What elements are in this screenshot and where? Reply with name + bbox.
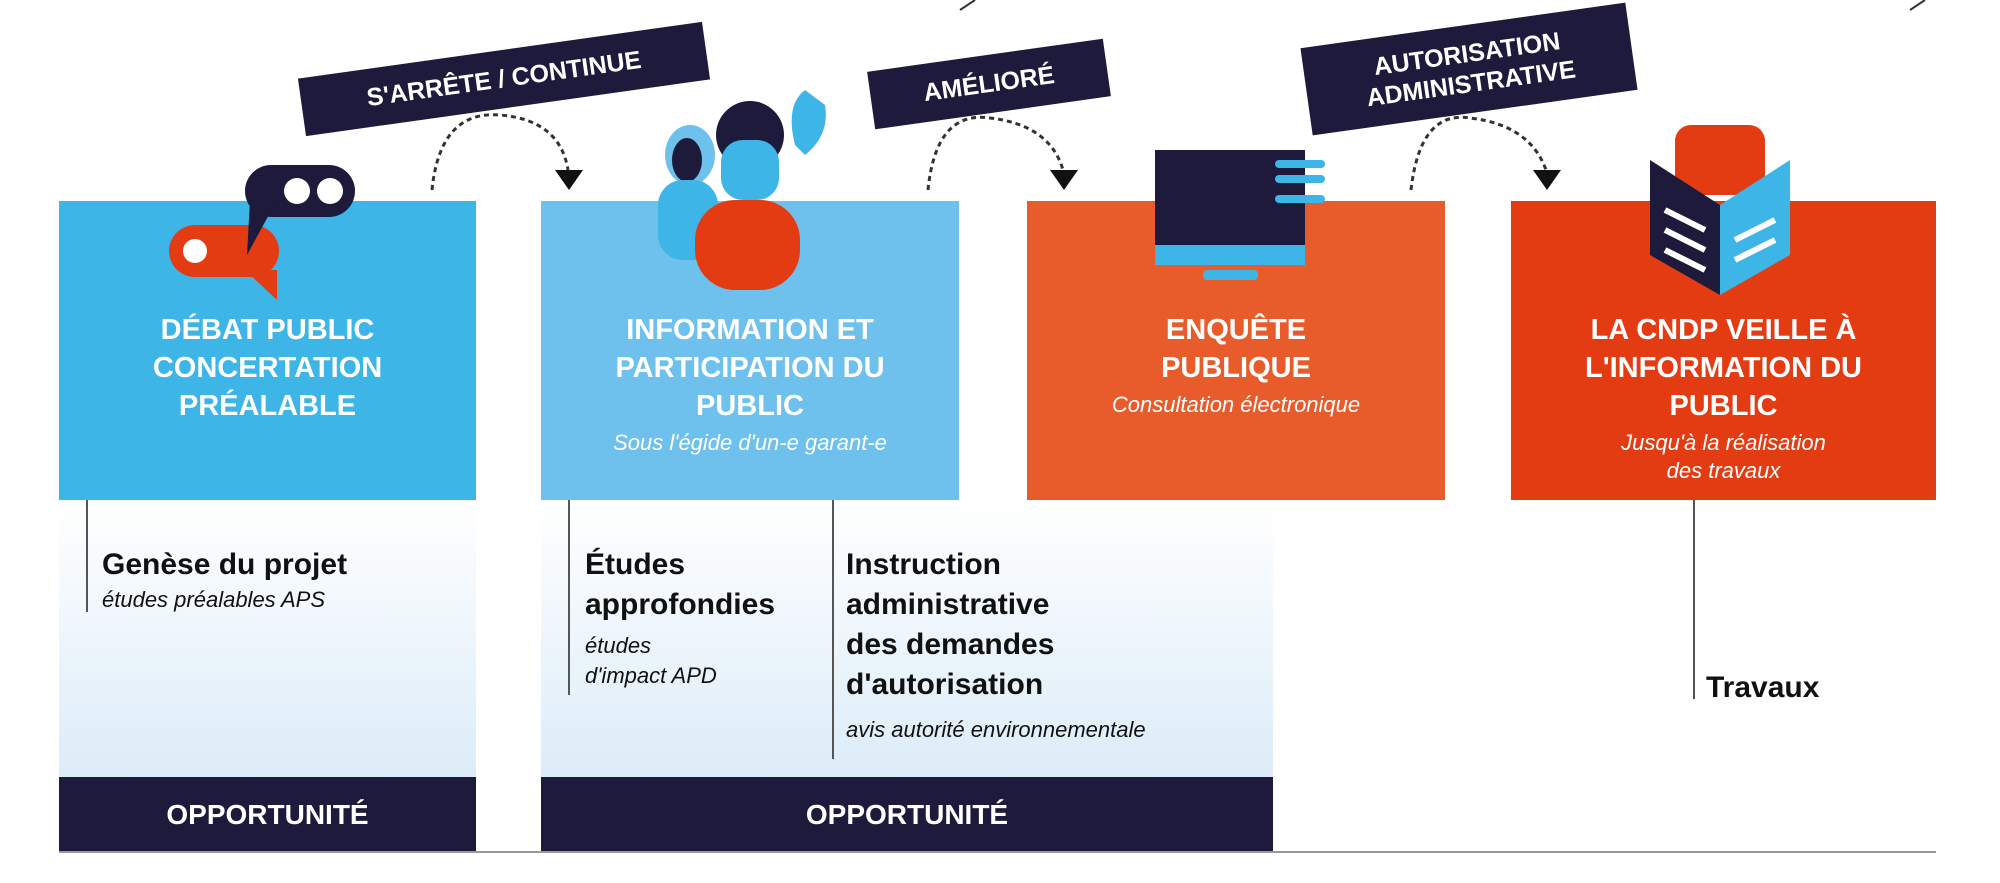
opportunite-bar-1: OPPORTUNITÉ	[59, 777, 476, 852]
phase-etudes: Études approfondies études d'impact APD	[585, 545, 825, 691]
arrow-1	[430, 113, 570, 191]
phase-title: Études approfondies	[585, 548, 776, 621]
arrow-2	[926, 115, 1065, 191]
phase-title: Genèse du projet	[102, 548, 348, 581]
stage-subtitle: Jusqu'à la réalisation des travaux	[1621, 430, 1826, 483]
speech-bubbles-icon	[169, 165, 355, 300]
arrow-head-3	[1533, 170, 1561, 190]
phase-title: Instruction administrative des demandes …	[846, 548, 1055, 701]
phase-background-1	[59, 500, 476, 777]
phase-detail: études d'impact APD	[585, 633, 717, 688]
arrow-3	[1409, 115, 1548, 191]
phase-line-1	[86, 500, 88, 612]
stage-title: INFORMATION ET PARTICIPATION DU PUBLIC	[615, 314, 885, 422]
phase-line-2	[568, 500, 570, 695]
document-speech-icon	[1650, 125, 1790, 295]
phase-line-4	[1693, 500, 1695, 699]
stage-title: ENQUÊTE PUBLIQUE	[1161, 314, 1311, 384]
stage-subtitle: Consultation électronique	[1111, 392, 1361, 417]
phase-background-2	[541, 500, 1273, 777]
computer-monitor-icon	[1155, 150, 1325, 280]
baseline	[59, 851, 1936, 853]
stage-information-participation: INFORMATION ET PARTICIPATION DU PUBLIC S…	[541, 201, 959, 500]
phase-title: Travaux	[1706, 671, 1820, 704]
stage-title: LA CNDP VEILLE À L'INFORMATION DU PUBLIC	[1585, 314, 1862, 422]
opportunite-bar-2: OPPORTUNITÉ	[541, 777, 1273, 852]
people-waving-icon	[658, 90, 826, 290]
stage-title: DÉBAT PUBLIC CONCERTATION PRÉALABLE	[152, 314, 383, 422]
phase-line-3	[832, 500, 834, 759]
phase-travaux: Travaux	[1706, 668, 1819, 708]
phase-detail: avis autorité environnementale	[846, 717, 1146, 742]
stage-subtitle: Sous l'égide d'un-e garant-e	[613, 430, 887, 455]
arrow-head-1	[555, 170, 583, 190]
phase-instruction: Instruction administrative des demandes …	[846, 545, 1266, 745]
phase-genese: Genèse du projet études préalables APS	[102, 545, 442, 615]
phase-detail: études préalables APS	[102, 587, 325, 612]
arrow-head-2	[1050, 170, 1078, 190]
